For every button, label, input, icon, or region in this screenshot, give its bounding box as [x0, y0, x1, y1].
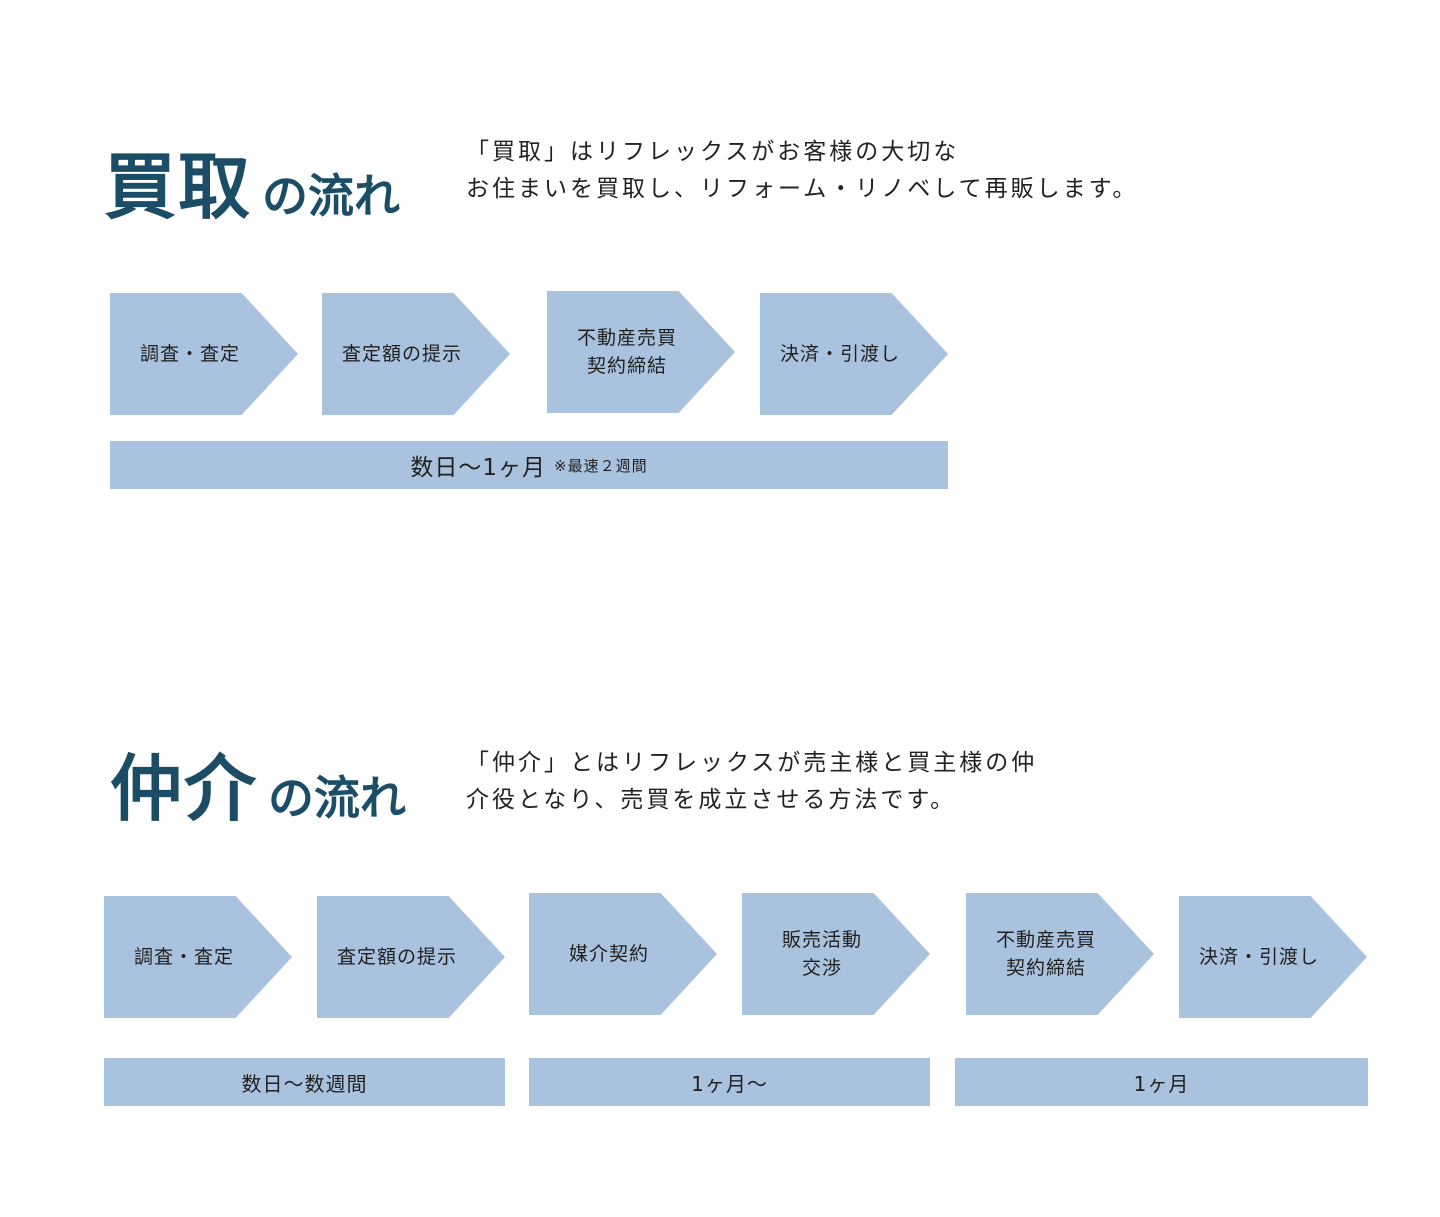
- chukai-duration-bar-2: 1ヶ月〜: [529, 1058, 930, 1106]
- kaitori-description: 「買取」はリフレックスがお客様の大切な お住まいを買取し、リフォーム・リノベして…: [466, 134, 1138, 208]
- chukai-step-price-offer: 査定額の提示: [317, 896, 505, 1018]
- chukai-duration-3: 1ヶ月: [1133, 1071, 1190, 1096]
- kaitori-duration: 数日〜1ヶ月: [410, 455, 547, 481]
- chukai-duration-bar-3: 1ヶ月: [955, 1058, 1368, 1106]
- chukai-description: 「仲介」とはリフレックスが売主様と買主様の仲 介役となり、売買を成立させる方法で…: [466, 745, 1037, 819]
- chukai-duration-2: 1ヶ月〜: [691, 1071, 768, 1096]
- chukai-title-sub: の流れ: [268, 771, 407, 825]
- kaitori-duration-note: ※最速２週間: [554, 456, 648, 475]
- chukai-description-line: 介役となり、売買を成立させる方法です。: [466, 787, 957, 813]
- chukai-step-survey: 調査・査定: [104, 896, 292, 1018]
- kaitori-title-sub: の流れ: [262, 169, 401, 223]
- chukai-step-sales-contract: 不動産売買 契約締結: [966, 893, 1154, 1015]
- chukai-description-line: 「仲介」とはリフレックスが売主様と買主様の仲: [466, 750, 1038, 776]
- chukai-title: 仲介の流れ: [110, 730, 406, 835]
- chukai-duration-bar-1: 数日〜数週間: [104, 1058, 505, 1106]
- kaitori-duration-bar: 数日〜1ヶ月 ※最速２週間: [110, 441, 948, 489]
- kaitori-title-main: 買取: [104, 145, 253, 229]
- kaitori-step-price-offer: 査定額の提示: [322, 293, 510, 415]
- kaitori-description-line: 「買取」はリフレックスがお客様の大切な: [466, 139, 960, 165]
- chukai-step-settlement: 決済・引渡し: [1179, 896, 1367, 1018]
- chukai-step-brokerage-contract: 媒介契約: [529, 893, 717, 1015]
- kaitori-step-survey: 調査・査定: [110, 293, 298, 415]
- chukai-title-main: 仲介: [110, 747, 259, 831]
- kaitori-title: 買取の流れ: [104, 128, 400, 233]
- kaitori-step-settlement: 決済・引渡し: [760, 293, 948, 415]
- kaitori-step-sales-contract: 不動産売買 契約締結: [547, 291, 735, 413]
- kaitori-description-line: お住まいを買取し、リフォーム・リノベして再販します。: [466, 176, 1139, 202]
- chukai-duration-1: 数日〜数週間: [241, 1071, 368, 1096]
- chukai-step-sales-activity: 販売活動 交渉: [742, 893, 930, 1015]
